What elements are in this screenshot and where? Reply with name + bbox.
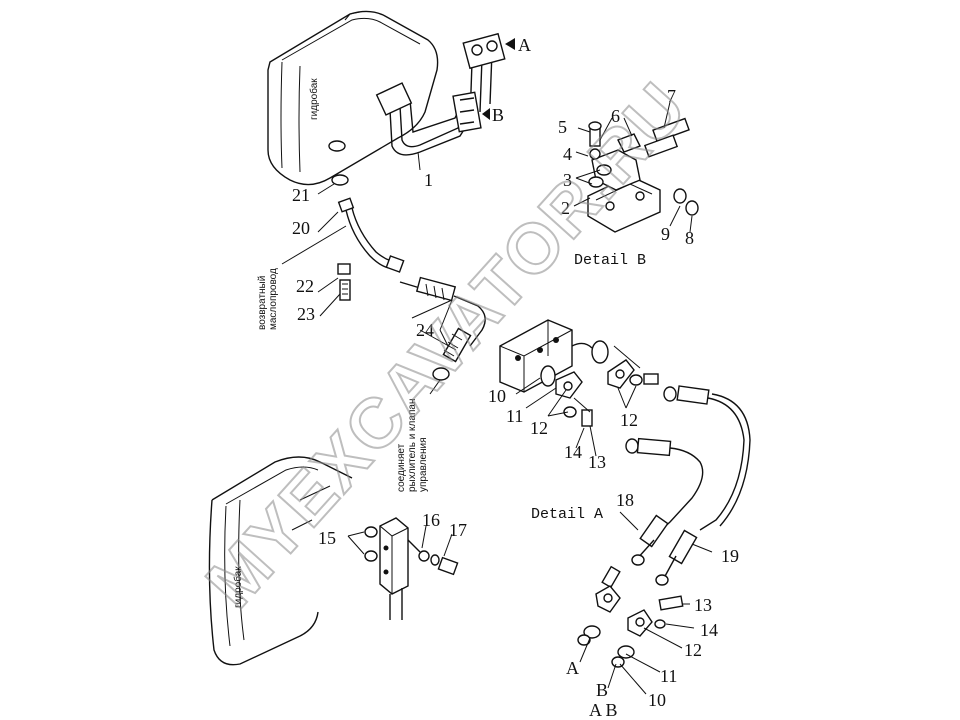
label-bottom-ab: A B xyxy=(589,700,618,720)
hose-assembly-24 xyxy=(399,276,486,381)
tube-1 xyxy=(375,51,493,156)
label-2: 2 xyxy=(561,198,570,218)
label-13-lower: 13 xyxy=(694,595,712,615)
label-12-left: 12 xyxy=(530,418,548,438)
hydraulic-tank-upper xyxy=(267,10,439,186)
return-hose xyxy=(331,174,405,301)
label-21: 21 xyxy=(292,185,310,205)
tank-lower-note: гидробак xyxy=(232,566,244,608)
leader-lines xyxy=(281,101,713,695)
detail-a-caption: Detail A xyxy=(531,506,603,523)
label-19: 19 xyxy=(721,546,739,566)
hydraulic-tank-lower xyxy=(208,456,353,666)
label-end-b: B xyxy=(596,680,608,700)
connects-note-3: управления xyxy=(418,437,429,492)
detail-a-assembly xyxy=(499,319,659,427)
arrow-b-marker: B xyxy=(482,105,504,125)
label-22: 22 xyxy=(296,276,314,296)
label-23: 23 xyxy=(297,304,315,324)
connector-block-upper xyxy=(452,32,506,133)
connects-note-1: соединяет xyxy=(396,443,407,492)
label-16: 16 xyxy=(422,510,440,530)
detail-b-assembly xyxy=(587,117,699,233)
arrow-a-marker: A xyxy=(505,35,531,55)
lower-fittings xyxy=(577,565,684,668)
label-7: 7 xyxy=(667,86,676,106)
label-14-upper: 14 xyxy=(564,442,582,462)
label-3: 3 xyxy=(563,170,572,190)
label-12-right: 12 xyxy=(620,410,638,430)
part-numbers: 1 2 3 4 5 6 7 8 9 10 11 12 12 13 14 15 1… xyxy=(292,86,739,720)
label-11-upper: 11 xyxy=(506,406,523,426)
label-10-upper: 10 xyxy=(488,386,506,406)
return-line-note-2: маслопровод xyxy=(268,268,279,330)
label-18: 18 xyxy=(616,490,634,510)
label-6: 6 xyxy=(611,106,620,126)
connects-note-2: рыхлитель и клапан xyxy=(407,399,418,492)
label-end-a: A xyxy=(566,658,579,678)
tank-upper-note: гидробак xyxy=(308,78,320,120)
label-20: 20 xyxy=(292,218,310,238)
label-9: 9 xyxy=(661,224,670,244)
arrow-b-label: B xyxy=(492,105,504,125)
label-8: 8 xyxy=(685,228,694,248)
label-15: 15 xyxy=(318,528,336,548)
detail-b-caption: Detail B xyxy=(574,252,646,269)
label-14-lower: 14 xyxy=(700,620,718,640)
label-4: 4 xyxy=(563,144,572,164)
label-24: 24 xyxy=(416,320,434,340)
label-17: 17 xyxy=(449,520,467,540)
hose-18-19 xyxy=(625,385,751,586)
label-13-upper: 13 xyxy=(588,452,606,472)
label-11-lower: 11 xyxy=(660,666,677,686)
arrow-a-label: A xyxy=(518,35,531,55)
label-10-lower: 10 xyxy=(648,690,666,710)
valve-assembly-15-17 xyxy=(364,517,459,620)
return-line-note-1: возвратный xyxy=(257,276,268,330)
label-12-lower: 12 xyxy=(684,640,702,660)
label-1: 1 xyxy=(424,170,433,190)
label-5: 5 xyxy=(558,117,567,137)
